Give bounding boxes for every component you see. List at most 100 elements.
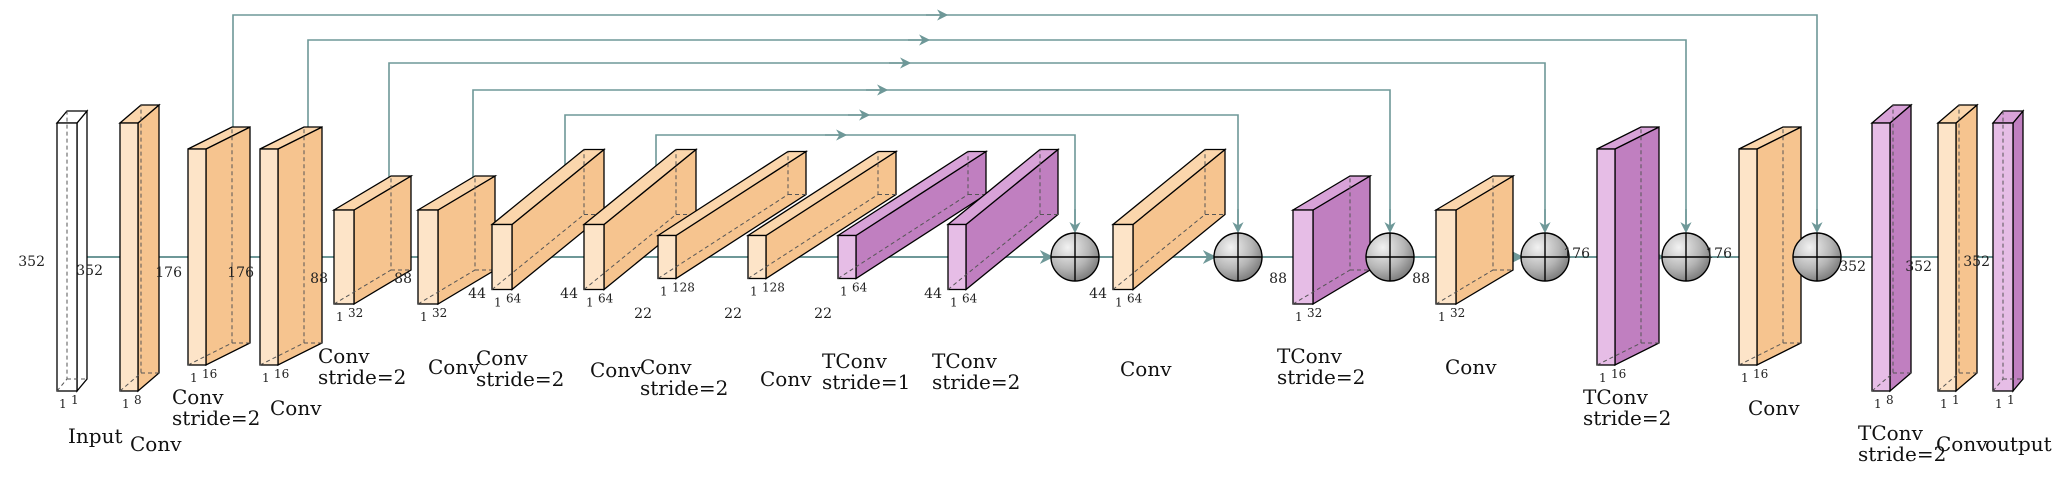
- block-front-face: [187, 148, 207, 366]
- layer-label-input: Input: [68, 424, 123, 448]
- layer-label-tconv1: stride=1: [822, 370, 910, 394]
- layer-dim-depth-conv8: 1: [660, 285, 668, 299]
- layer-spatial-size-conv10: 44: [1089, 286, 1107, 302]
- layer-blocks: [55, 103, 2025, 393]
- layer-block-conv4: [331, 174, 414, 306]
- layer-spatial-size-input: 352: [18, 254, 45, 270]
- skip-path: [655, 134, 1076, 231]
- layer-label-output: output: [1985, 432, 2052, 456]
- layer-block-conv3: [259, 125, 323, 367]
- layer-label-conv5: Conv: [428, 355, 480, 379]
- layer-block-output: [1991, 109, 2025, 393]
- layer-label-conv11: Conv: [1445, 355, 1497, 379]
- layer-label-conv4: Conv: [318, 344, 370, 368]
- sum-node-sum4: [1520, 232, 1570, 282]
- block-front-face: [657, 234, 677, 280]
- layer-label-conv2: Conv: [172, 385, 224, 409]
- layer-dim-channels-tconv4: 16: [1611, 367, 1626, 381]
- layer-label-tconv3: stride=2: [1277, 365, 1365, 389]
- layer-dim-channels-conv13: 1: [1952, 393, 1960, 407]
- skip-path: [232, 14, 1818, 231]
- sum-node-sum2: [1213, 232, 1263, 282]
- layer-block-conv1: [118, 103, 161, 393]
- layer-block-conv7: [582, 148, 698, 291]
- layer-spatial-size-conv1: 352: [76, 263, 103, 279]
- layer-dim-depth-conv5: 1: [420, 310, 428, 324]
- block-side-face: [2012, 109, 2024, 393]
- layer-dim-channels-conv7: 64: [598, 292, 614, 306]
- block-front-face: [947, 223, 967, 291]
- layer-dim-channels-conv4: 32: [348, 306, 363, 320]
- block-front-face: [1937, 122, 1957, 392]
- layer-block-conv11: [1433, 174, 1516, 306]
- layer-dim-channels-conv6: 64: [506, 292, 522, 306]
- sum-node-sum3: [1365, 232, 1415, 282]
- layer-spatial-size-conv11: 88: [1412, 271, 1430, 287]
- layer-dim-channels-conv11: 32: [1450, 306, 1465, 320]
- block-front-face: [119, 122, 139, 392]
- layer-label-tconv2: TConv: [932, 349, 998, 373]
- layer-block-input: [55, 109, 89, 393]
- layer-dim-channels-output: 1: [2007, 393, 2015, 407]
- block-side-face: [1756, 125, 1802, 367]
- layer-label-conv10: Conv: [1120, 357, 1172, 381]
- layer-dim-depth-conv6: 1: [494, 296, 502, 310]
- layer-spatial-size-conv4: 88: [310, 271, 328, 287]
- layer-spatial-size-tconv4: 176: [1563, 246, 1590, 262]
- layer-label-conv8: stride=2: [640, 376, 728, 400]
- layer-dim-depth-tconv5: 1: [1874, 397, 1882, 411]
- block-front-face: [1435, 209, 1457, 305]
- layer-dim-channels-conv9: 128: [762, 281, 785, 295]
- layer-label-tconv5: stride=2: [1858, 442, 1946, 466]
- layer-label-conv1: Conv: [130, 432, 182, 456]
- block-side-face: [76, 109, 88, 393]
- block-hidden-edge: [1937, 105, 1960, 392]
- layer-label-tconv4: TConv: [1583, 385, 1649, 409]
- layer-dim-depth-output: 1: [1995, 397, 2003, 411]
- layer-spatial-size-tconv3: 88: [1269, 271, 1287, 287]
- layer-dim-channels-tconv5: 8: [1886, 393, 1894, 407]
- layer-label-conv6: Conv: [476, 346, 528, 370]
- layer-block-tconv3: [1290, 174, 1373, 306]
- block-front-face: [583, 223, 605, 291]
- layer-spatial-size-conv6: 44: [468, 286, 486, 302]
- layer-block-conv13: [1936, 103, 1979, 393]
- block-front-face: [1292, 209, 1314, 305]
- skip-connections: [227, 9, 1823, 234]
- layer-dim-depth-tconv2: 1: [950, 296, 958, 310]
- layer-label-tconv4: stride=2: [1583, 406, 1671, 430]
- layer-block-conv8: [655, 150, 809, 280]
- layer-dim-depth-conv2: 1: [190, 371, 198, 385]
- layer-label-tconv2: stride=2: [932, 370, 1020, 394]
- layer-label-tconv1: TConv: [822, 349, 888, 373]
- layer-label-conv4: stride=2: [318, 365, 406, 389]
- skip-path: [472, 89, 1391, 231]
- layer-dim-channels-conv2: 16: [202, 367, 217, 381]
- layer-dim-depth-conv1: 1: [122, 397, 130, 411]
- layer-spatial-size-conv13: 352: [1905, 259, 1932, 275]
- layer-dim-channels-conv10: 64: [1127, 292, 1143, 306]
- layer-dim-depth-conv12: 1: [1741, 371, 1749, 385]
- sum-node-sum5: [1661, 232, 1711, 282]
- layer-block-conv12: [1738, 125, 1802, 367]
- layer-spatial-size-conv5: 88: [394, 271, 412, 287]
- block-front-face: [491, 223, 513, 291]
- layer-block-conv6: [490, 148, 606, 291]
- layer-label-conv8: Conv: [640, 355, 692, 379]
- layer-dim-channels-conv12: 16: [1753, 367, 1768, 381]
- block-front-face: [1112, 223, 1134, 291]
- sum-node-sum1: [1050, 232, 1100, 282]
- layer-label-conv9: Conv: [760, 367, 812, 391]
- layer-dim-depth-tconv1: 1: [840, 285, 848, 299]
- layer-label-tconv3: TConv: [1277, 344, 1343, 368]
- layer-block-conv2: [187, 125, 251, 367]
- skip-path: [388, 62, 1546, 231]
- layer-spatial-size-conv12: 176: [1705, 246, 1732, 262]
- layer-dim-channels-conv3: 16: [274, 367, 289, 381]
- layer-dim-depth-conv11: 1: [1438, 310, 1446, 324]
- layer-block-conv9: [745, 150, 899, 280]
- layer-spatial-size-output: 352: [1963, 254, 1990, 270]
- layer-block-tconv4: [1596, 125, 1660, 367]
- layer-spatial-size-conv7: 44: [560, 286, 578, 302]
